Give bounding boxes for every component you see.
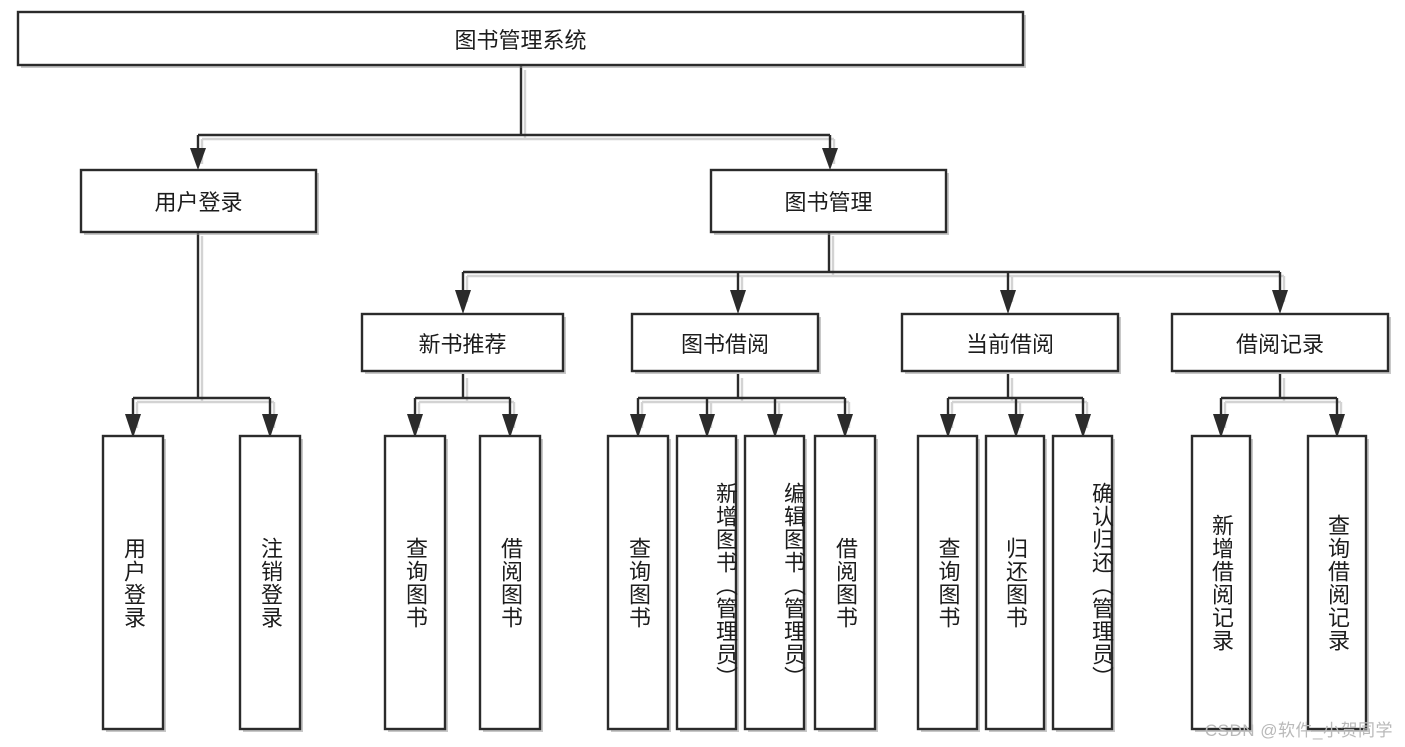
label-current-borrow: 当前借阅 [965,331,1054,357]
connector-bookmanage-to-level3 [461,232,1282,298]
node-borrow-record[interactable] [1170,312,1390,373]
arrow-head-bb-borrow [837,414,853,438]
node-new-book-recommend[interactable] [360,312,565,373]
arrow-head-bb-query [630,414,646,438]
arrow-head-cb-confirm [1075,414,1091,438]
leaf-bb-query-book[interactable] [606,434,670,731]
leaf-nb-query-book[interactable] [383,434,447,731]
arrow-head-borrow-record [1272,290,1288,314]
connector-level3-shadow [465,236,1286,302]
leaf-bb-add-book[interactable] [675,434,738,731]
connector-root-to-level2 [196,66,832,160]
arrow-head-current-borrow [1000,290,1016,314]
connector-layer [125,66,1345,438]
leaf-cb-return-book[interactable] [984,434,1046,731]
arrow-head-br-add [1213,414,1229,438]
leaf-user-login[interactable] [101,434,165,731]
arrow-head-br-query [1329,414,1345,438]
label-book-borrow: 图书借阅 [680,331,769,357]
label-user-login: 用户登录 [154,190,243,215]
node-current-borrow[interactable] [900,312,1120,373]
connector-root-shadow [200,70,836,164]
leaf-bb-borrow-book[interactable] [813,434,877,731]
connector-bookborrow-to-leaves [636,374,847,424]
arrow-head-bb-add [699,414,715,438]
node-book-borrow[interactable] [630,312,820,373]
leaf-cb-confirm-return[interactable] [1051,434,1114,731]
leaf-logout[interactable] [238,434,302,731]
leaf-nb-borrow-book[interactable] [478,434,542,731]
connector-userlogin-to-leaves [131,232,272,424]
label-borrow-record: 借阅记录 [1235,331,1324,357]
node-root[interactable] [16,10,1025,67]
arrow-head-cb-return [1008,414,1024,438]
arrow-head-leaf-logout [262,414,278,438]
connector-userlogin-shadow [135,236,276,428]
connector-newbook-shadow [417,378,516,428]
arrow-head-book-manage [822,148,838,170]
arrow-head-leaf-user-login [125,414,141,438]
node-book-manage[interactable] [709,168,948,234]
arrow-head-nb-query [407,414,423,438]
leaf-cb-query-book[interactable] [916,434,979,731]
connector-borrowrecord-to-leaves [1219,374,1339,424]
arrow-head-new-book [455,290,471,314]
leaf-bb-edit-book[interactable] [743,434,806,731]
arrow-head-cb-query [940,414,956,438]
connector-bookborrow-shadow [640,378,851,428]
connector-currentborrow-to-leaves [946,374,1085,424]
arrow-head-nb-borrow [502,414,518,438]
connector-newbook-to-leaves [413,374,512,424]
label-new-book-recommend: 新书推荐 [418,331,507,357]
arrow-head-user-login [190,148,206,170]
label-root: 图书管理系统 [454,27,587,53]
leaf-br-query-record[interactable] [1306,434,1368,731]
arrow-head-bb-edit [767,414,783,438]
node-layer [16,10,1391,732]
watermark: CSDN @软件_小贺同学 [1204,721,1393,740]
label-book-manage: 图书管理 [784,190,873,215]
node-user-login[interactable] [79,168,318,234]
leaf-br-add-record[interactable] [1190,434,1252,731]
connector-borrowrecord-shadow [1223,378,1343,428]
arrow-head-book-borrow [730,290,746,314]
